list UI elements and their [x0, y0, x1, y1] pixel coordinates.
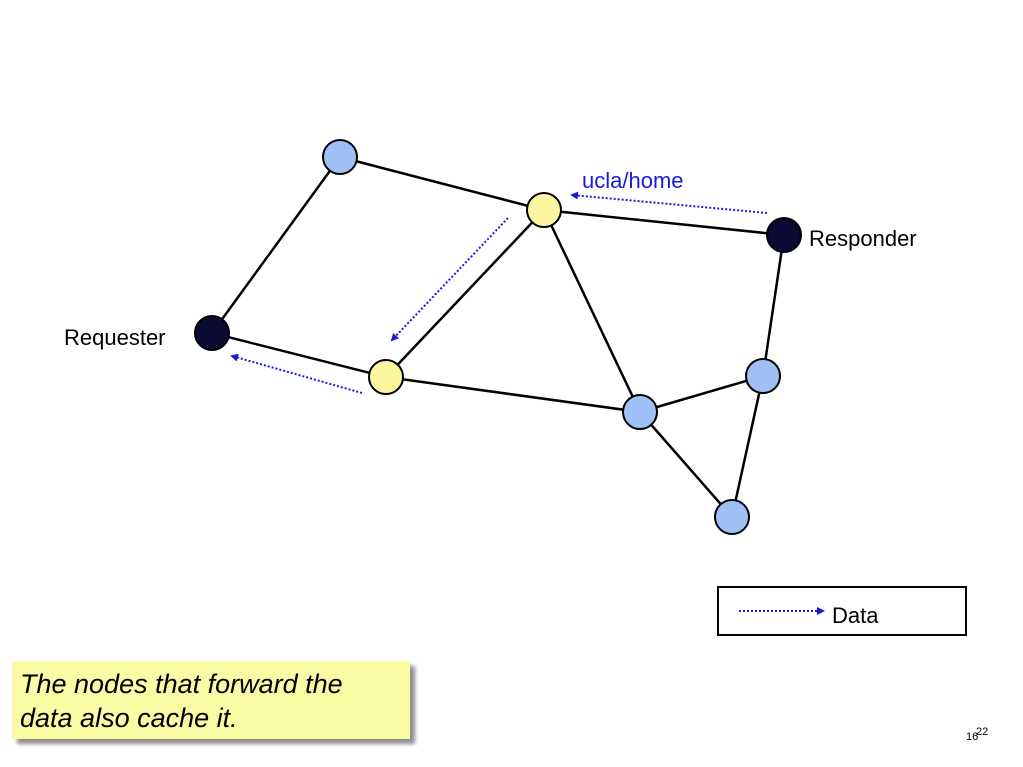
data-arrow-forwarder-b-to-requester	[230, 353, 363, 394]
node-top-left	[322, 139, 358, 175]
node-center	[622, 394, 658, 430]
data-arrow-responder-to-forwarder-a	[570, 191, 768, 214]
edge-forwarder-b-center	[385, 375, 641, 414]
edge-center-right-mid	[639, 374, 764, 414]
slide-number: 16	[966, 731, 979, 743]
edge-forwarder-a-responder	[543, 208, 785, 237]
edge-forwarder-a-forwarder-b	[385, 209, 545, 378]
data-arrow-forwarder-a-to-forwarder-b	[390, 217, 509, 342]
edge-forwarder-a-center	[542, 209, 642, 413]
nodes	[194, 139, 802, 535]
edge-requester-forwarder-b	[211, 331, 387, 379]
caption-callout: The nodes that forward the data also cac…	[12, 661, 410, 739]
content-name-label: ucla/home	[582, 168, 684, 193]
edge-center-bottom	[639, 411, 733, 518]
legend-data-label: Data	[832, 603, 879, 628]
responder-label: Responder	[809, 226, 917, 251]
node-responder	[766, 217, 802, 253]
edges	[210, 155, 786, 518]
node-forwarder-b	[368, 359, 404, 395]
node-right-mid	[745, 358, 781, 394]
node-bottom	[714, 499, 750, 535]
edge-right-mid-bottom	[730, 375, 765, 518]
legend: Data	[717, 586, 967, 636]
node-forwarder-a	[526, 192, 562, 228]
data-arrows	[230, 191, 768, 394]
slide-number-superscript: 22	[976, 726, 989, 738]
edge-top-left-forwarder-a	[339, 155, 545, 212]
legend-data-arrow-icon	[739, 607, 825, 615]
edge-responder-right-mid	[761, 234, 786, 377]
requester-label: Requester	[64, 325, 166, 350]
edge-top-left-requester	[210, 156, 342, 334]
node-requester	[194, 315, 230, 351]
